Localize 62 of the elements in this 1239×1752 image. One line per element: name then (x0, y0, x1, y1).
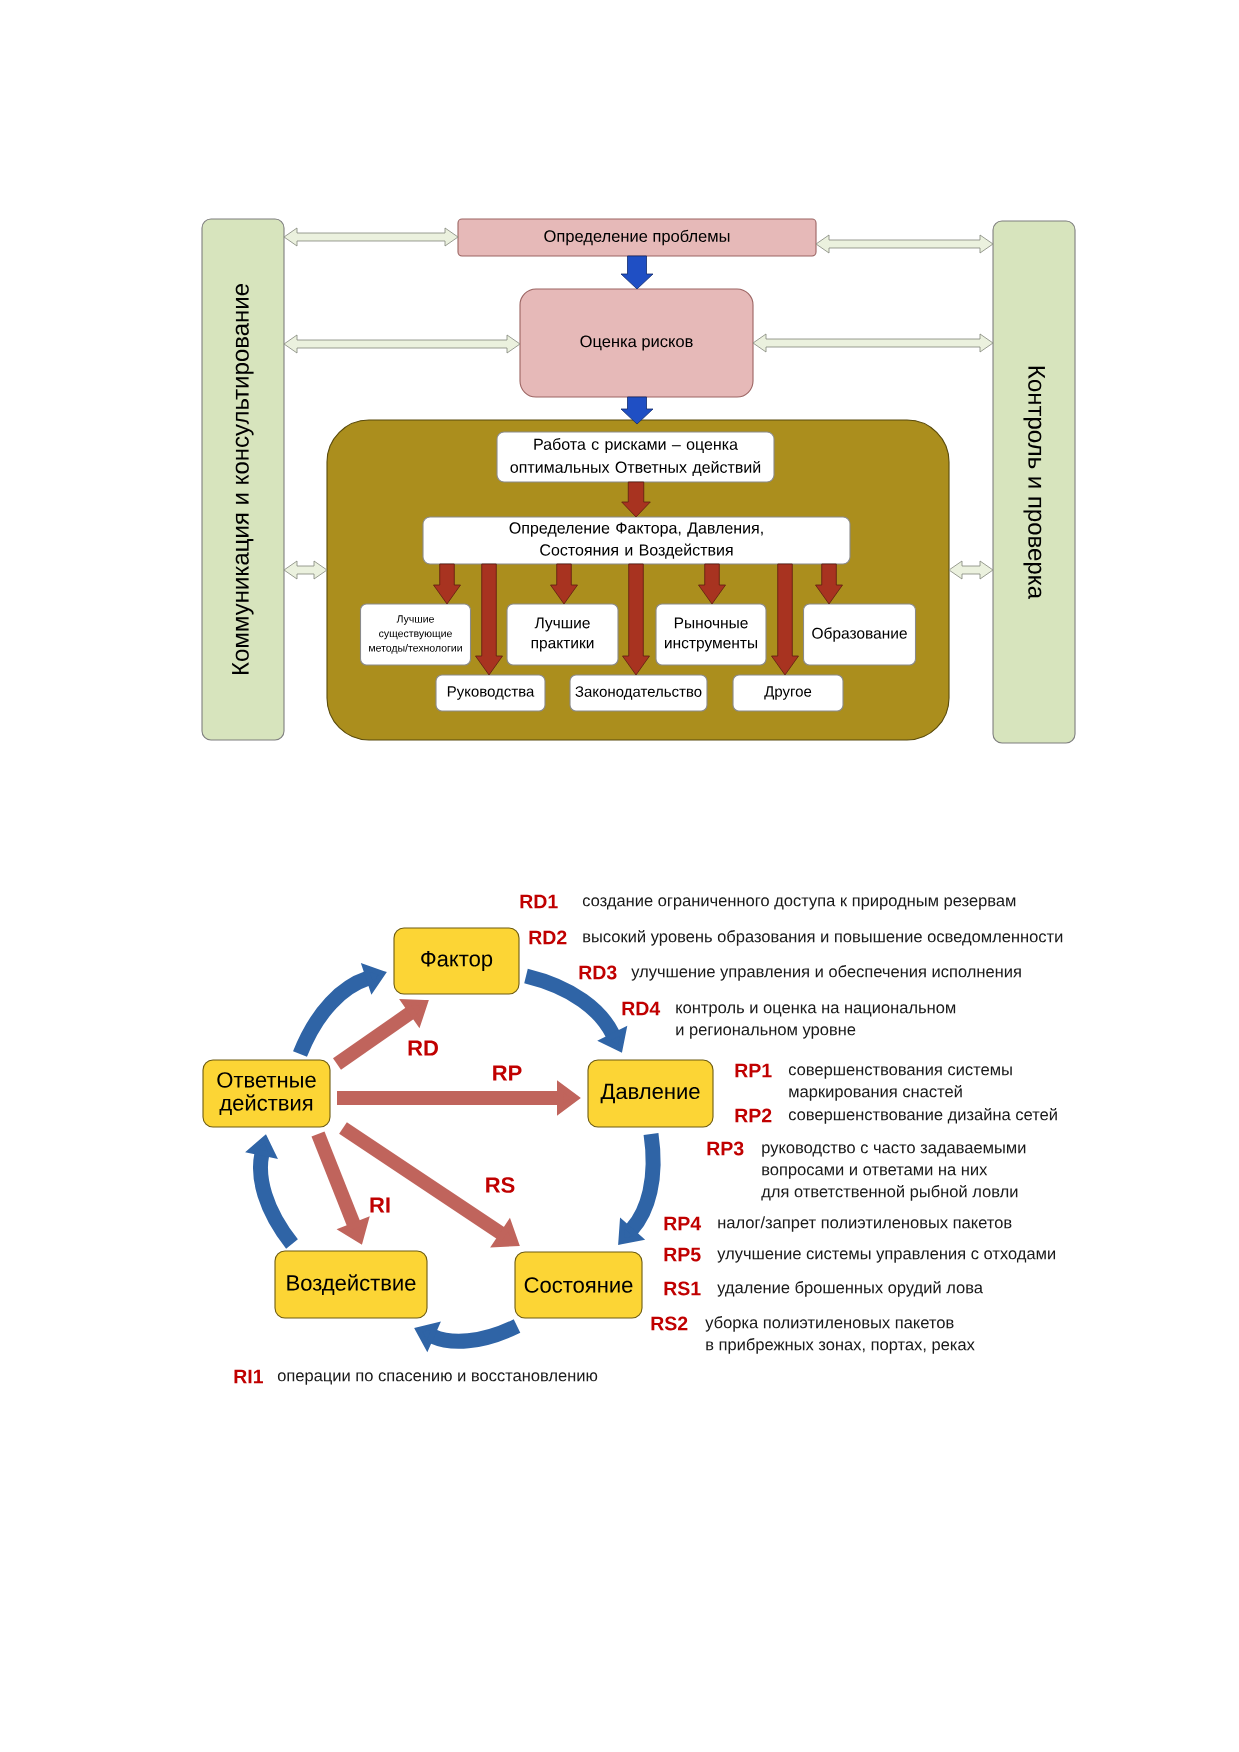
double-arrow (948, 560, 994, 580)
process-box: Определение проблемы (457, 218, 817, 257)
double-arrow (283, 227, 459, 247)
code-label: RP3 (707, 1141, 744, 1156)
concept-box: Ответные действия (202, 1059, 331, 1128)
step-box: Определение Фактора, Давления, Состояния и Воздействия (422, 516, 851, 565)
curved-arrow (618, 1133, 661, 1245)
note-text: высокий уровень образования и повышение осведомленности (583, 929, 1063, 946)
concept-box: Давление (587, 1059, 714, 1128)
side-panel: Коммуникация и консультирование (201, 218, 285, 741)
edge-label: RP (493, 1065, 522, 1081)
code-label: RI1 (234, 1369, 263, 1384)
block-arrow (771, 563, 799, 676)
code-label: RP4 (664, 1216, 702, 1231)
option-box: Образование (802, 603, 917, 666)
block-arrow (620, 396, 654, 425)
double-arrow (752, 333, 994, 353)
step-box: Работа с рисками – оценка оптимальных Ответных действий (496, 431, 775, 483)
note-text: контроль и оценка на национальном и региональном уровне (676, 1004, 956, 1039)
code-label: RD3 (579, 965, 617, 980)
block-arrow (550, 563, 578, 605)
block-arrow (433, 563, 461, 605)
note-text: уборка полиэтиленовых пакетов в прибрежных зонах, портах, реках (705, 1316, 975, 1354)
note-text: улучшение управления и обеспечения исполнения (631, 965, 1021, 981)
edge-label: RD (408, 1040, 438, 1056)
block-arrow (620, 255, 654, 290)
double-arrow (815, 234, 994, 254)
double-arrow (283, 334, 521, 354)
note-text: операции по спасению и восстановлению (277, 1372, 598, 1385)
code-label: RP5 (664, 1247, 701, 1262)
note-text: удаление брошенных орудий лова (717, 1280, 983, 1297)
process-box: Оценка рисков (519, 288, 754, 398)
concept-box: Воздействие (274, 1250, 428, 1319)
edge-label: RS (486, 1177, 515, 1193)
block-arrow (622, 563, 650, 676)
note-text: совершенствование дизайна сетей (788, 1107, 1057, 1124)
note-text: налог/запрет полиэтиленовых пакетов (718, 1216, 1012, 1232)
code-label: RS1 (664, 1281, 701, 1296)
note-text: совершенствования системы маркирования снастей (788, 1066, 1012, 1101)
concept-box: Фактор (393, 927, 520, 995)
double-arrow (283, 560, 328, 580)
option-box: Руководства (435, 674, 546, 712)
code-label: RP1 (735, 1063, 772, 1078)
concept-box: Состояние (514, 1251, 643, 1319)
note-text: улучшение системы управления с отходами (717, 1250, 1055, 1263)
code-label: RS2 (651, 1316, 688, 1331)
note-text: руководство с часто задаваемыми вопросами и ответами на них для ответственной рыбной ловли (761, 1144, 1026, 1201)
code-label: RP2 (735, 1108, 772, 1123)
option-box: Рыночные инструменты (655, 603, 767, 666)
block-arrow (698, 563, 726, 605)
option-box: Законодательство (569, 674, 708, 712)
edge-label: RI (370, 1197, 390, 1213)
block-arrow (621, 481, 651, 518)
option-box: Лучшие практики (506, 603, 619, 666)
code-label: RD1 (520, 894, 558, 909)
option-box: Лучшие существующие методы/технологии (359, 603, 472, 666)
side-panel: Контроль и проверка (992, 220, 1076, 744)
block-arrow (815, 563, 843, 605)
option-box: Другое (732, 674, 844, 712)
note-text: создание ограниченного доступа к природным резервам (582, 897, 1016, 910)
code-label: RD4 (622, 1001, 661, 1016)
block-arrow (475, 563, 503, 676)
